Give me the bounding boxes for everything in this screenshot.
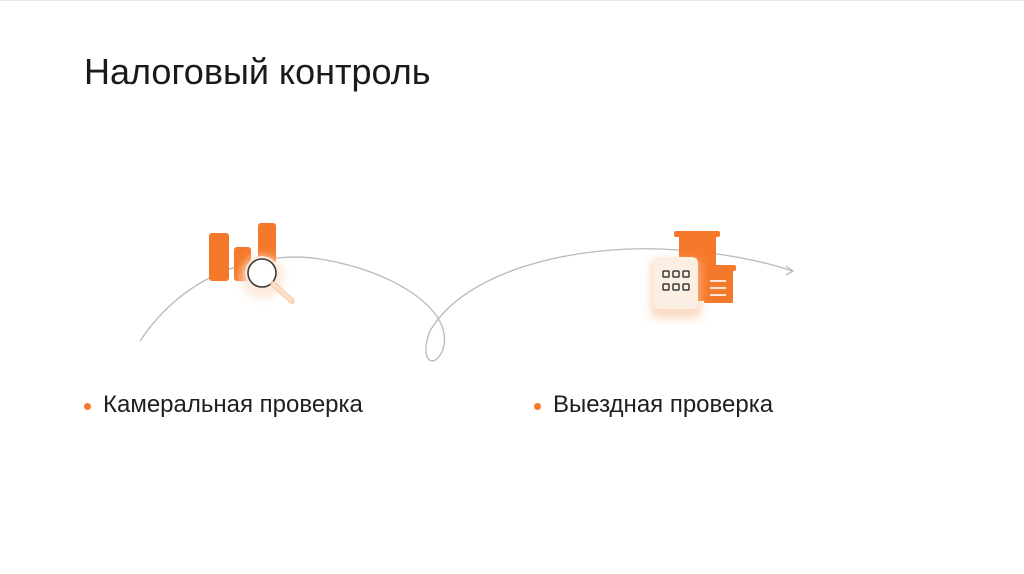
curve-arrow-icon: [785, 265, 795, 276]
bullet-label: Камеральная проверка: [103, 391, 363, 418]
bullet-dot: [534, 402, 541, 410]
bullet-dot: [84, 402, 91, 410]
documents-calculator-icon: [650, 231, 736, 319]
bullet-label: Выездная проверка: [553, 391, 774, 418]
bar-chart-magnifier-icon: [209, 223, 295, 304]
bullet-field-audit: Выездная проверка: [534, 391, 773, 419]
connector-curve: [139, 248, 793, 362]
bullet-desk-audit: Камеральная проверка: [84, 391, 363, 419]
slide-title: Налоговый контроль: [84, 51, 431, 92]
